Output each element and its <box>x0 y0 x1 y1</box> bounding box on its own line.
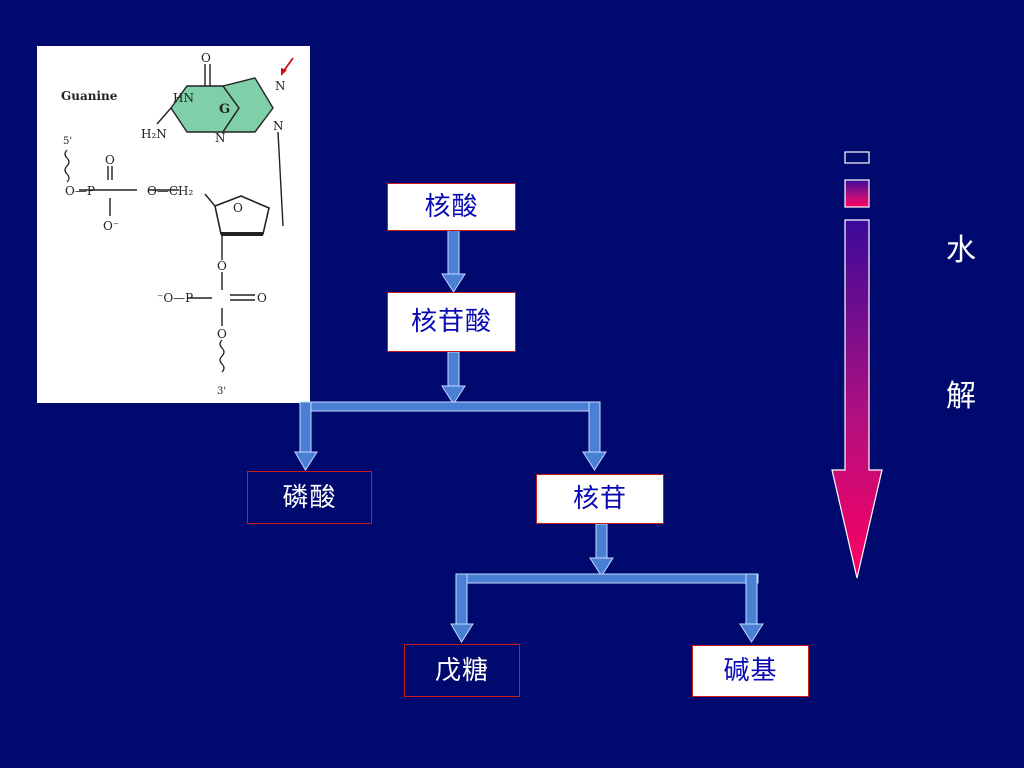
atom-p2-o-right: O <box>257 291 267 305</box>
branch-bar-2 <box>455 573 759 584</box>
box-nucleoside: 核苷 <box>536 474 664 524</box>
box-nucleic-acid: 核酸 <box>387 183 516 231</box>
box-base: 碱基 <box>692 645 809 697</box>
arrow-branch-to-pentose <box>450 573 474 643</box>
box-nucleotide: 核苷酸 <box>387 292 516 352</box>
atom-p1-o-top: O <box>105 153 115 167</box>
atom-o-top: O <box>201 51 211 65</box>
atom-n9: N <box>273 119 284 133</box>
arrow-nucleic-to-nucleotide <box>441 229 466 293</box>
arrow-branch-to-phosphate <box>294 401 318 471</box>
label-pentose: 戊糖 <box>434 655 489 686</box>
arrow-nucleotide-to-branch <box>441 351 466 405</box>
side-label-char2: 解 <box>946 379 976 414</box>
label-nucleoside: 核苷 <box>572 484 627 514</box>
guanine-structure-panel: Guanine G O HN N N N H₂N O O—CH₂ O O—P O… <box>37 46 310 403</box>
atom-hn: HN <box>173 91 194 105</box>
arrow-tail-dash-1 <box>844 151 870 164</box>
atom-o-link: O <box>217 259 227 273</box>
hydrolysis-arrow <box>831 151 883 579</box>
arrow-branch-to-nucleoside <box>582 401 607 471</box>
arrow-nucleoside-to-branch <box>589 523 614 577</box>
atom-ch2: O—CH₂ <box>147 184 193 198</box>
ring-letter: G <box>219 102 230 117</box>
atom-n3: N <box>215 131 226 145</box>
base-name-label: Guanine <box>61 89 118 103</box>
atom-n7: N <box>275 79 286 93</box>
side-label-char1: 水 <box>946 233 976 268</box>
label-nucleic-acid: 核酸 <box>424 192 479 222</box>
label-phosphate: 磷酸 <box>282 482 337 513</box>
atom-p2-o-left: ⁻O—P <box>157 291 193 305</box>
branch-bar-1 <box>299 401 601 412</box>
box-pentose: 戊糖 <box>404 644 520 697</box>
arrow-tail-dash-2 <box>844 179 870 208</box>
atom-p1-o-bottom: O⁻ <box>103 219 119 233</box>
prime5-label: 5' <box>63 136 72 147</box>
five-member-ring <box>221 77 274 133</box>
arrow-branch-to-base <box>739 573 764 643</box>
label-nucleotide: 核苷酸 <box>410 307 492 337</box>
label-base: 碱基 <box>723 656 778 686</box>
ribose-ring <box>214 195 270 235</box>
arrow-body <box>831 219 883 579</box>
guanine-structure-svg: Guanine G O HN N N N H₂N O O—CH₂ O O—P O… <box>61 51 294 397</box>
atom-p1-o-left: O—P <box>65 184 95 198</box>
prime3-label: 3' <box>217 386 226 397</box>
box-phosphate: 磷酸 <box>247 471 372 524</box>
atom-h2n: H₂N <box>141 127 167 141</box>
atom-o-bottom: O <box>217 327 227 341</box>
atom-o-ring: O <box>233 201 243 215</box>
